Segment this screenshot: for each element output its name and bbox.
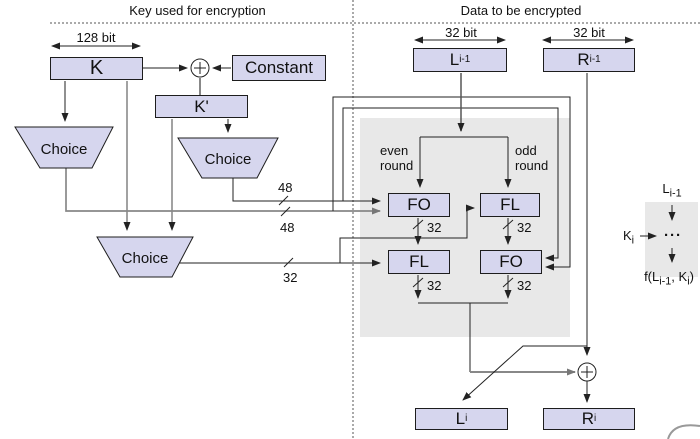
f-detail-input-label: Li-1	[650, 181, 694, 200]
bus48-choice2-to-fo-even	[232, 178, 381, 205]
corner-swoosh-arc	[667, 424, 700, 439]
f-detail-input-sub: i-1	[669, 187, 682, 200]
bus-slash-fo-even	[412, 219, 424, 230]
bus-width-32-fo-even: 32	[427, 220, 442, 235]
xor-icon	[190, 58, 210, 78]
bus-width-32-fo-odd: 32	[517, 278, 532, 293]
data-section-title: Data to be encrypted	[460, 3, 582, 18]
f-detail-output-label: f(Li-1, Ki)	[638, 269, 700, 288]
l-input-base: L	[449, 50, 460, 69]
r-output-base: R	[581, 409, 595, 428]
choice1-trapezoid	[14, 126, 114, 169]
odd-round-line2: round	[515, 158, 549, 173]
k-box: K	[50, 57, 143, 80]
odd-round-label: odd round	[515, 143, 548, 173]
fl-even-box: FL	[388, 250, 450, 274]
bus-width-48-upper: 48	[278, 180, 293, 195]
even-round-line1: even	[380, 143, 409, 158]
choice3-label: Choice	[121, 250, 169, 267]
f-detail-key-sub: i	[631, 234, 635, 247]
f-detail-key-base: K	[623, 228, 632, 243]
f-output-s1: i-1	[659, 275, 672, 288]
width-label-32bit-right: 32 bit	[573, 25, 605, 40]
xor-icon	[577, 362, 597, 382]
even-round-line2: round	[380, 158, 414, 173]
choice2-trapezoid	[177, 137, 279, 179]
f-detail-dots: ···	[664, 227, 682, 244]
bus-width-32-key: 32	[283, 270, 298, 285]
f-detail-key-label: Ki	[623, 228, 634, 247]
f-output-p2: , K	[671, 269, 688, 284]
width-label-128bit: 128 bit	[76, 30, 116, 45]
odd-round-line1: odd	[515, 143, 537, 158]
bus-slash-fl-even	[412, 277, 424, 288]
fo-even-box: FO	[388, 193, 450, 217]
f-detail-input-base: L	[662, 181, 670, 196]
bus-slash-fo-odd	[502, 277, 514, 288]
constant-box: Constant	[232, 55, 326, 81]
wire-r-swap-to-l-out	[462, 345, 587, 401]
l-output-base: L	[455, 409, 466, 428]
bus48-wrap-outer-to-fo-odd	[332, 96, 571, 271]
kprime-box: K'	[155, 95, 248, 118]
bus-width-48-lower: 48	[280, 220, 295, 235]
bus-slash-48-lower	[280, 206, 291, 217]
choice1-label: Choice	[40, 141, 88, 158]
bus-width-32-fl-odd: 32	[517, 220, 532, 235]
width-label-32bit-left: 32 bit	[445, 25, 477, 40]
choice3-trapezoid	[96, 236, 194, 278]
bus-slash-fl-odd	[502, 219, 514, 230]
f-output-p1: f(L	[644, 269, 660, 284]
bus48-choice1-to-fo-even	[65, 168, 381, 215]
bus-slash-48-upper	[278, 195, 289, 206]
bus-slash-32-key	[283, 257, 294, 268]
f-output-p3: )	[689, 269, 694, 284]
bus48-wrap-inner-to-fo-odd	[342, 107, 559, 262]
f-output-s2: i	[687, 275, 690, 288]
choice2-label: Choice	[204, 151, 252, 168]
round-function-panel	[360, 118, 570, 337]
key-section-title: Key used for encryption	[129, 3, 266, 18]
fl-odd-box: FL	[480, 193, 540, 217]
bus-width-32-fl-even: 32	[427, 278, 442, 293]
even-round-label: even round	[380, 143, 413, 173]
fo-odd-box: FO	[480, 250, 542, 274]
bus32-branch-to-fl-odd	[339, 204, 475, 263]
r-input-base: R	[577, 50, 590, 69]
